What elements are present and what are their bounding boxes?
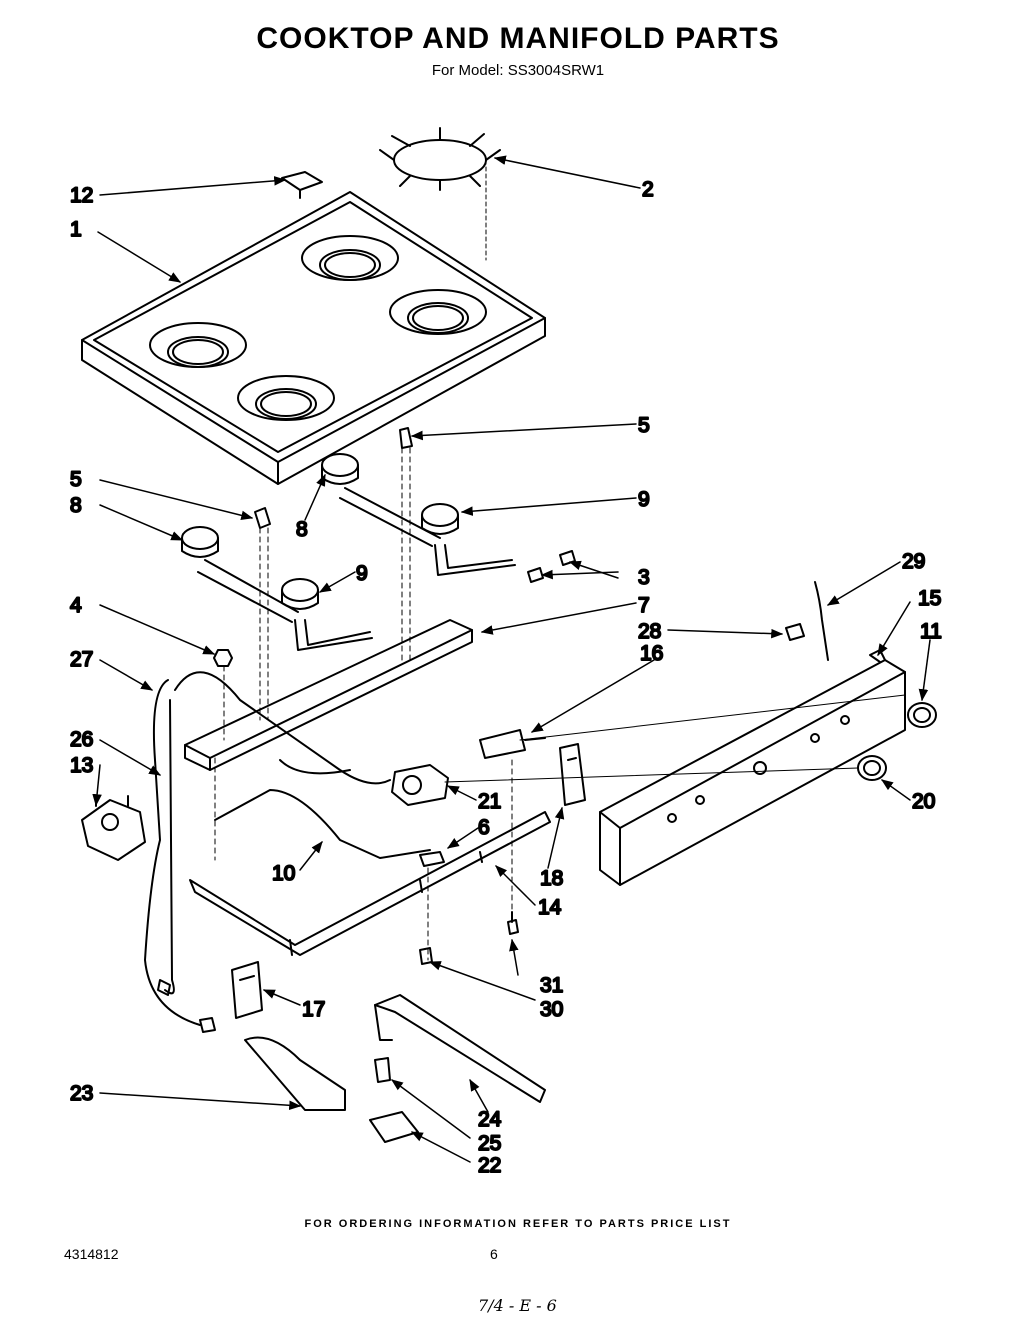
- callout-part-25: 25: [478, 1132, 501, 1155]
- callout-part-2: 2: [642, 178, 654, 201]
- burner-opening-left: [149, 322, 247, 368]
- burner-assembly-front: [181, 507, 373, 721]
- callout-part-27: 27: [70, 648, 93, 671]
- cooktop-panel: [81, 191, 546, 485]
- callout-part-1: 1: [70, 218, 82, 241]
- callout-part-8-center: 8: [296, 518, 308, 541]
- callout-part-11: 11: [920, 620, 942, 643]
- burner-valves: [391, 729, 546, 961]
- callout-part-16: 16: [640, 642, 663, 665]
- screw-part-31: [507, 911, 519, 935]
- hinge-bracket-part-12: [281, 171, 323, 199]
- callout-part-13: 13: [70, 754, 93, 777]
- valve-bracket-part-22: [369, 1111, 419, 1143]
- burner-support-bracket-part-7: [184, 619, 473, 861]
- callout-part-4: 4: [70, 594, 82, 617]
- bracket-part-18: [559, 743, 586, 806]
- orifice-part-25: [374, 1057, 391, 1083]
- burner-opening-front: [237, 375, 335, 421]
- callout-part-5-upper: 5: [638, 414, 650, 437]
- handwritten-note: 7/4 - E - 6: [478, 1296, 557, 1315]
- page-number: 6: [490, 1246, 498, 1262]
- callout-part-6: 6: [478, 816, 490, 839]
- callout-part-8-left: 8: [70, 494, 82, 517]
- callout-part-7: 7: [638, 594, 650, 617]
- callout-part-22: 22: [478, 1154, 501, 1177]
- burner-opening-right: [389, 289, 487, 335]
- pressure-regulator-part-13: [81, 795, 146, 861]
- burner-opening-rear: [301, 235, 399, 281]
- callout-part-29: 29: [902, 550, 925, 573]
- burner-grate-part-2: [379, 127, 501, 261]
- callout-part-23: 23: [70, 1082, 93, 1105]
- model-subtitle: For Model: SS3004SRW1: [431, 62, 605, 79]
- burner-assembly-rear: [321, 427, 576, 661]
- bracket-part-17: [231, 961, 263, 1019]
- callout-part-21: 21: [478, 790, 501, 813]
- oven-burner-part-24: [374, 994, 546, 1103]
- callout-part-24: 24: [478, 1108, 502, 1131]
- gas-tubing: [144, 671, 431, 1033]
- callout-leaders: [92, 155, 931, 1163]
- callout-part-18: 18: [540, 867, 563, 890]
- callout-part-28: 28: [638, 620, 661, 643]
- ordering-note: FOR ORDERING INFORMATION REFER TO PARTS …: [304, 1218, 732, 1230]
- callout-part-14: 14: [538, 896, 562, 919]
- callout-part-10: 10: [272, 862, 295, 885]
- callout-part-30: 30: [540, 998, 563, 1021]
- callout-part-9-left: 9: [356, 562, 368, 585]
- igniter-wire-part-29: [814, 581, 829, 661]
- igniter-part-23: [244, 1036, 346, 1111]
- callout-part-20: 20: [912, 790, 935, 813]
- callout-part-5-lower: 5: [70, 468, 82, 491]
- nut-part-4: [213, 649, 233, 667]
- knob-part-11: [907, 702, 937, 728]
- manifold-pipe-part-14: [189, 811, 551, 956]
- control-panel-part-15: [599, 649, 906, 886]
- screw-part-28: [785, 623, 805, 641]
- page-title: COOKTOP AND MANIFOLD PARTS: [256, 22, 780, 55]
- callout-part-3: 3: [638, 566, 650, 589]
- callout-part-31: 31: [540, 974, 563, 997]
- knob-part-20: [857, 755, 887, 781]
- callout-part-12: 12: [70, 184, 93, 207]
- callout-part-15: 15: [918, 587, 941, 610]
- callout-part-17: 17: [302, 998, 325, 1021]
- callout-part-9-right: 9: [638, 488, 650, 511]
- callout-part-26: 26: [70, 728, 93, 751]
- document-number: 4314812: [64, 1246, 119, 1262]
